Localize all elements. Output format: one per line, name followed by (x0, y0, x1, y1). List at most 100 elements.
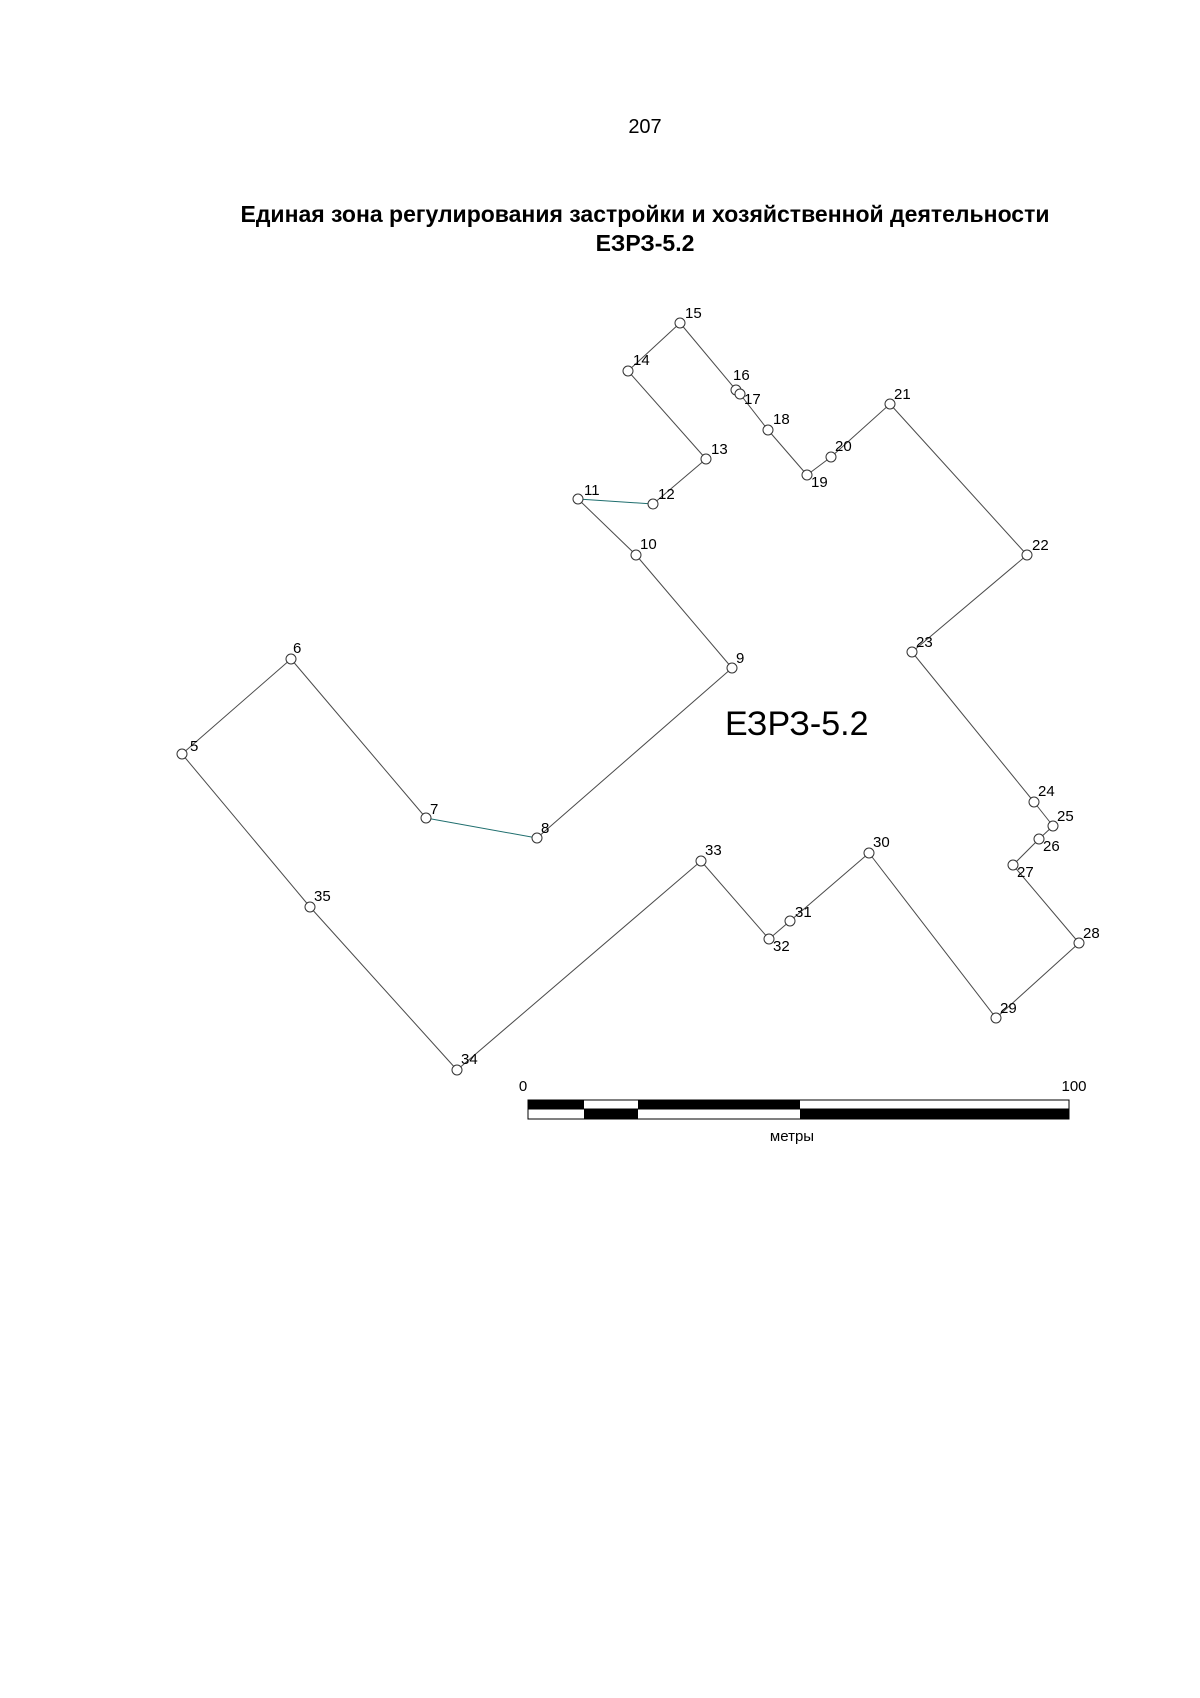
boundary-segment-9-10 (635, 554, 733, 669)
point-label-20: 20 (835, 438, 852, 455)
point-label-5: 5 (190, 738, 198, 755)
point-label-27: 27 (1017, 864, 1034, 881)
scale-unit-label: метры (770, 1128, 814, 1145)
boundary-point-18 (762, 424, 774, 436)
boundary-segment-8-9 (536, 667, 733, 839)
boundary-point-26 (1033, 833, 1045, 845)
boundary-point-5 (176, 748, 188, 760)
boundary-point-20 (825, 451, 837, 463)
boundary-point-7 (420, 812, 432, 824)
boundary-point-15 (674, 317, 686, 329)
boundary-segment-6-7 (290, 658, 427, 819)
point-label-24: 24 (1038, 783, 1055, 800)
point-label-13: 13 (711, 441, 728, 458)
boundary-point-22 (1021, 549, 1033, 561)
point-label-8: 8 (541, 820, 549, 837)
boundary-point-13 (700, 453, 712, 465)
boundary-segment-10-11 (577, 498, 637, 556)
boundary-segment-7-8 (425, 817, 538, 839)
boundary-point-9 (726, 662, 738, 674)
point-label-10: 10 (640, 536, 657, 553)
boundary-segment-27-28 (1012, 864, 1080, 944)
point-label-18: 18 (773, 411, 790, 428)
boundary-segment-20-21 (830, 403, 891, 458)
boundary-point-28 (1073, 937, 1085, 949)
point-label-33: 33 (705, 842, 722, 859)
scale-segment-4-bottom (800, 1109, 1069, 1119)
boundary-segment-29-30 (868, 852, 997, 1019)
boundary-point-8 (531, 832, 543, 844)
point-label-23: 23 (916, 634, 933, 651)
boundary-point-29 (990, 1012, 1002, 1024)
title-line-1: Единая зона регулирования застройки и хо… (240, 201, 1050, 227)
boundary-segment-11-12 (577, 498, 654, 505)
boundary-segment-17-18 (739, 393, 769, 431)
boundary-points (176, 317, 1085, 1076)
boundary-segment-23-24 (911, 651, 1035, 803)
scale-start-label: 0 (519, 1078, 527, 1095)
boundary-point-35 (304, 901, 316, 913)
point-label-31: 31 (795, 904, 812, 921)
boundary-point-34 (451, 1064, 463, 1076)
point-label-14: 14 (633, 352, 650, 369)
boundary-point-31 (784, 915, 796, 927)
point-label-26: 26 (1043, 838, 1060, 855)
scale-bar: 0 100 метры (519, 1078, 1087, 1145)
point-label-28: 28 (1083, 925, 1100, 942)
boundary-point-33 (695, 855, 707, 867)
boundary-point-14 (622, 365, 634, 377)
boundary-point-30 (863, 847, 875, 859)
point-label-12: 12 (658, 486, 675, 503)
boundary-segment-34-35 (309, 906, 458, 1071)
boundary-point-10 (630, 549, 642, 561)
scale-segment-1-top (528, 1100, 584, 1109)
point-label-17: 17 (744, 391, 761, 408)
boundary-segment-15-16 (679, 322, 737, 391)
point-label-34: 34 (461, 1051, 478, 1068)
boundary-segment-18-19 (767, 429, 808, 476)
boundary-segment-22-23 (911, 554, 1028, 653)
scale-end-label: 100 (1061, 1078, 1086, 1095)
point-label-19: 19 (811, 474, 828, 491)
boundary-point-6 (285, 653, 297, 665)
page-number: 207 (628, 116, 662, 138)
boundary-point-11 (572, 493, 584, 505)
point-label-21: 21 (894, 386, 911, 403)
boundary-point-23 (906, 646, 918, 658)
point-label-25: 25 (1057, 808, 1074, 825)
point-label-32: 32 (773, 938, 790, 955)
page-title: Единая зона регулирования застройки и хо… (0, 200, 1200, 258)
boundary-segment-30-31 (789, 852, 870, 922)
boundary-lines (181, 322, 1080, 1071)
point-label-35: 35 (314, 888, 331, 905)
boundary-segment-14-15 (627, 322, 681, 372)
point-label-7: 7 (430, 801, 438, 818)
boundary-segment-26-27 (1012, 838, 1040, 866)
boundary-point-32 (763, 933, 775, 945)
point-label-11: 11 (584, 482, 600, 499)
point-label-16: 16 (733, 367, 750, 384)
point-label-6: 6 (293, 640, 301, 657)
point-label-22: 22 (1032, 537, 1049, 554)
boundary-point-27 (1007, 859, 1019, 871)
scale-segment-3-top (638, 1100, 800, 1109)
boundary-point-24 (1028, 796, 1040, 808)
title-line-2: ЕЗРЗ-5.2 (595, 230, 695, 256)
boundary-segment-33-34 (456, 860, 702, 1071)
boundary-point-17 (734, 388, 746, 400)
boundary-segment-28-29 (995, 942, 1080, 1019)
boundary-point-25 (1047, 820, 1059, 832)
boundary-segment-13-14 (627, 370, 707, 460)
boundary-point-12 (647, 498, 659, 510)
boundary-point-19 (801, 469, 813, 481)
boundary-segment-35-5 (181, 753, 311, 908)
point-label-15: 15 (685, 305, 702, 322)
point-label-29: 29 (1000, 1000, 1017, 1017)
boundary-segment-12-13 (652, 458, 707, 505)
scale-segment-2-bottom (584, 1109, 638, 1119)
boundary-segment-5-6 (181, 658, 292, 755)
boundary-point-21 (884, 398, 896, 410)
point-label-30: 30 (873, 834, 890, 851)
